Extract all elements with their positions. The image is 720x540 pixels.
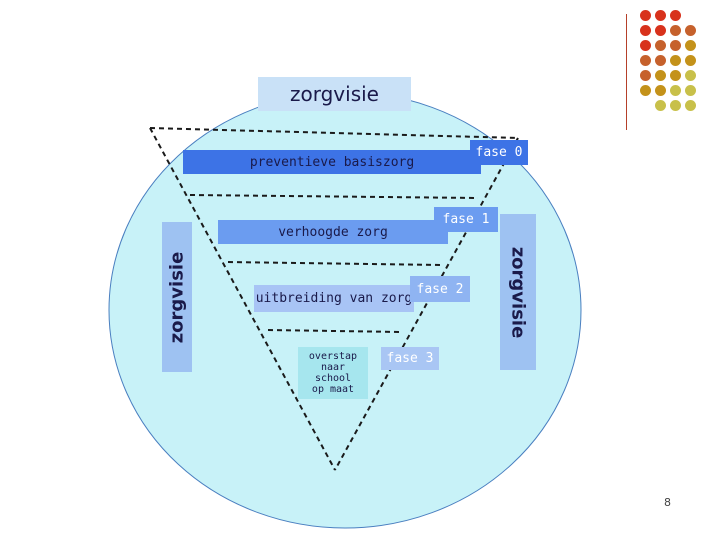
bar-uitbreiding-van-zorg: uitbreiding van zorg: [254, 285, 414, 312]
side-label-text: zorgvisie: [507, 246, 529, 338]
decorative-dot: [670, 85, 681, 96]
step-line: naar: [320, 362, 346, 373]
phase-2-label: fase 2: [410, 276, 470, 302]
decorative-dot: [685, 40, 696, 51]
decorative-dot: [640, 70, 651, 81]
decorative-dot: [640, 40, 651, 51]
step-line: school: [314, 373, 352, 384]
step-line: overstap: [308, 351, 358, 362]
phase-3-label: fase 3: [381, 347, 439, 370]
decorative-dot: [670, 25, 681, 36]
decorative-dot-grid: [640, 10, 700, 120]
decorative-vertical-line: [626, 14, 627, 130]
bar-label: preventieve basiszorg: [249, 154, 415, 170]
decorative-dot: [685, 100, 696, 111]
phase-1-label: fase 1: [434, 207, 498, 232]
decorative-dot: [640, 55, 651, 66]
decorative-dot: [685, 55, 696, 66]
decorative-dot: [670, 100, 681, 111]
decorative-dot: [640, 10, 651, 21]
decorative-dot: [670, 55, 681, 66]
decorative-dot: [670, 40, 681, 51]
page-title: zorgvisie: [258, 77, 411, 111]
decorative-dot: [670, 10, 681, 21]
decorative-dot: [685, 25, 696, 36]
decorative-dot: [685, 85, 696, 96]
decorative-dot: [670, 70, 681, 81]
decorative-dot: [655, 70, 666, 81]
page-number: 8: [664, 496, 671, 509]
decorative-dot: [655, 10, 666, 21]
decorative-dot: [655, 100, 666, 111]
decorative-dot: [655, 40, 666, 51]
decorative-dot: [655, 55, 666, 66]
decorative-dot: [655, 25, 666, 36]
side-label-left: zorgvisie: [162, 222, 192, 372]
decorative-dot: [685, 70, 696, 81]
decorative-dot: [640, 25, 651, 36]
bar-preventieve-basiszorg: preventieve basiszorg: [183, 150, 481, 174]
dashed-triangle: [149, 127, 519, 471]
phase-0-label: fase 0: [470, 140, 528, 165]
bar-label: uitbreiding van zorg: [255, 291, 413, 306]
bar-verhoogde-zorg: verhoogde zorg: [218, 220, 448, 244]
decorative-dot: [655, 85, 666, 96]
bar-label: verhoogde zorg: [278, 224, 388, 240]
side-label-text: zorgvisie: [166, 251, 188, 343]
side-label-right: zorgvisie: [500, 214, 536, 370]
step-overstap-box: overstap naar school op maat: [298, 347, 368, 399]
step-line: op maat: [311, 384, 355, 395]
decorative-dot: [640, 85, 651, 96]
